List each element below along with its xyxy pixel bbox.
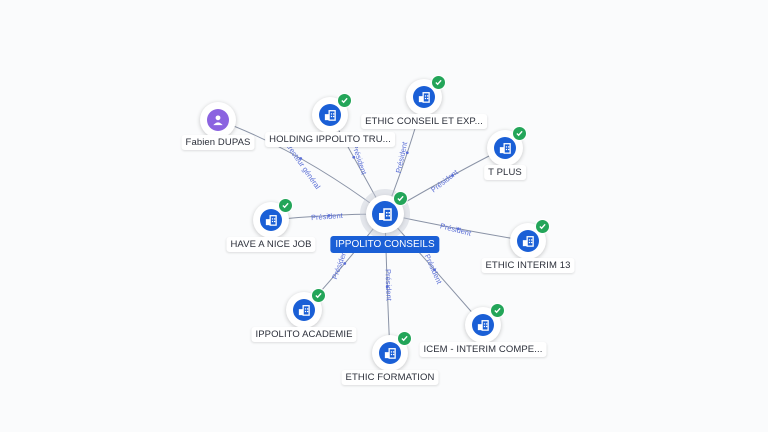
node-label[interactable]: ETHIC INTERIM 13 — [481, 258, 575, 273]
edge-label: Président — [429, 167, 460, 194]
edge-label: Président — [350, 143, 369, 177]
company-node[interactable] — [510, 219, 550, 259]
company-node[interactable] — [465, 303, 505, 343]
person-icon — [207, 109, 229, 131]
verified-check-icon — [512, 126, 527, 141]
building-icon — [372, 201, 398, 227]
edge-arrow-marker — [385, 285, 389, 289]
person-node[interactable] — [200, 102, 236, 138]
edge-arrow-marker — [405, 151, 409, 155]
node-label[interactable]: T PLUS — [484, 165, 526, 180]
verified-check-icon — [431, 75, 446, 90]
edge-arrow-marker — [299, 157, 303, 160]
center-company-node[interactable] — [366, 191, 408, 233]
verified-check-icon — [393, 191, 408, 206]
building-icon — [260, 209, 282, 231]
building-icon — [517, 230, 539, 252]
building-icon — [319, 104, 341, 126]
edge-arrow-marker — [327, 214, 331, 217]
edge-label: Président — [394, 140, 410, 174]
verified-check-icon — [397, 331, 412, 346]
company-node[interactable] — [372, 331, 412, 371]
company-node[interactable] — [253, 198, 293, 238]
building-icon — [379, 342, 401, 364]
node-label[interactable]: IPPOLITO ACADEMIE — [251, 327, 357, 342]
company-node[interactable] — [286, 288, 326, 328]
node-label[interactable]: Fabien DUPAS — [181, 135, 255, 150]
edge-arrow-marker — [343, 262, 347, 265]
building-icon — [472, 314, 494, 336]
company-node[interactable] — [406, 75, 446, 115]
building-icon — [293, 299, 315, 321]
building-icon — [494, 137, 516, 159]
edge-arrow-marker — [433, 268, 436, 272]
node-label[interactable]: ETHIC CONSEIL ET EXP... — [361, 114, 487, 129]
edge-arrow-marker — [352, 155, 356, 159]
node-label[interactable]: ETHIC FORMATION — [341, 370, 439, 385]
edge-label: Président — [383, 269, 393, 302]
node-label[interactable]: ICEM - INTERIM COMPE... — [419, 342, 547, 357]
node-label[interactable]: HOLDING IPPOLITO TRU... — [265, 132, 395, 147]
verified-check-icon — [535, 219, 550, 234]
edge-arrow-marker — [456, 227, 460, 231]
verified-check-icon — [278, 198, 293, 213]
edge-label: Président — [439, 221, 473, 238]
edge-arrow-marker — [451, 174, 454, 177]
verified-check-icon — [337, 93, 352, 108]
node-label[interactable]: HAVE A NICE JOB — [226, 237, 316, 252]
verified-check-icon — [490, 303, 505, 318]
center-company-label[interactable]: IPPOLITO CONSEILS — [330, 236, 440, 253]
edge-label: Président — [423, 253, 444, 286]
company-node[interactable] — [312, 93, 352, 133]
edge-label: Président — [311, 211, 344, 222]
building-icon — [413, 86, 435, 108]
verified-check-icon — [311, 288, 326, 303]
company-node[interactable] — [487, 126, 527, 166]
